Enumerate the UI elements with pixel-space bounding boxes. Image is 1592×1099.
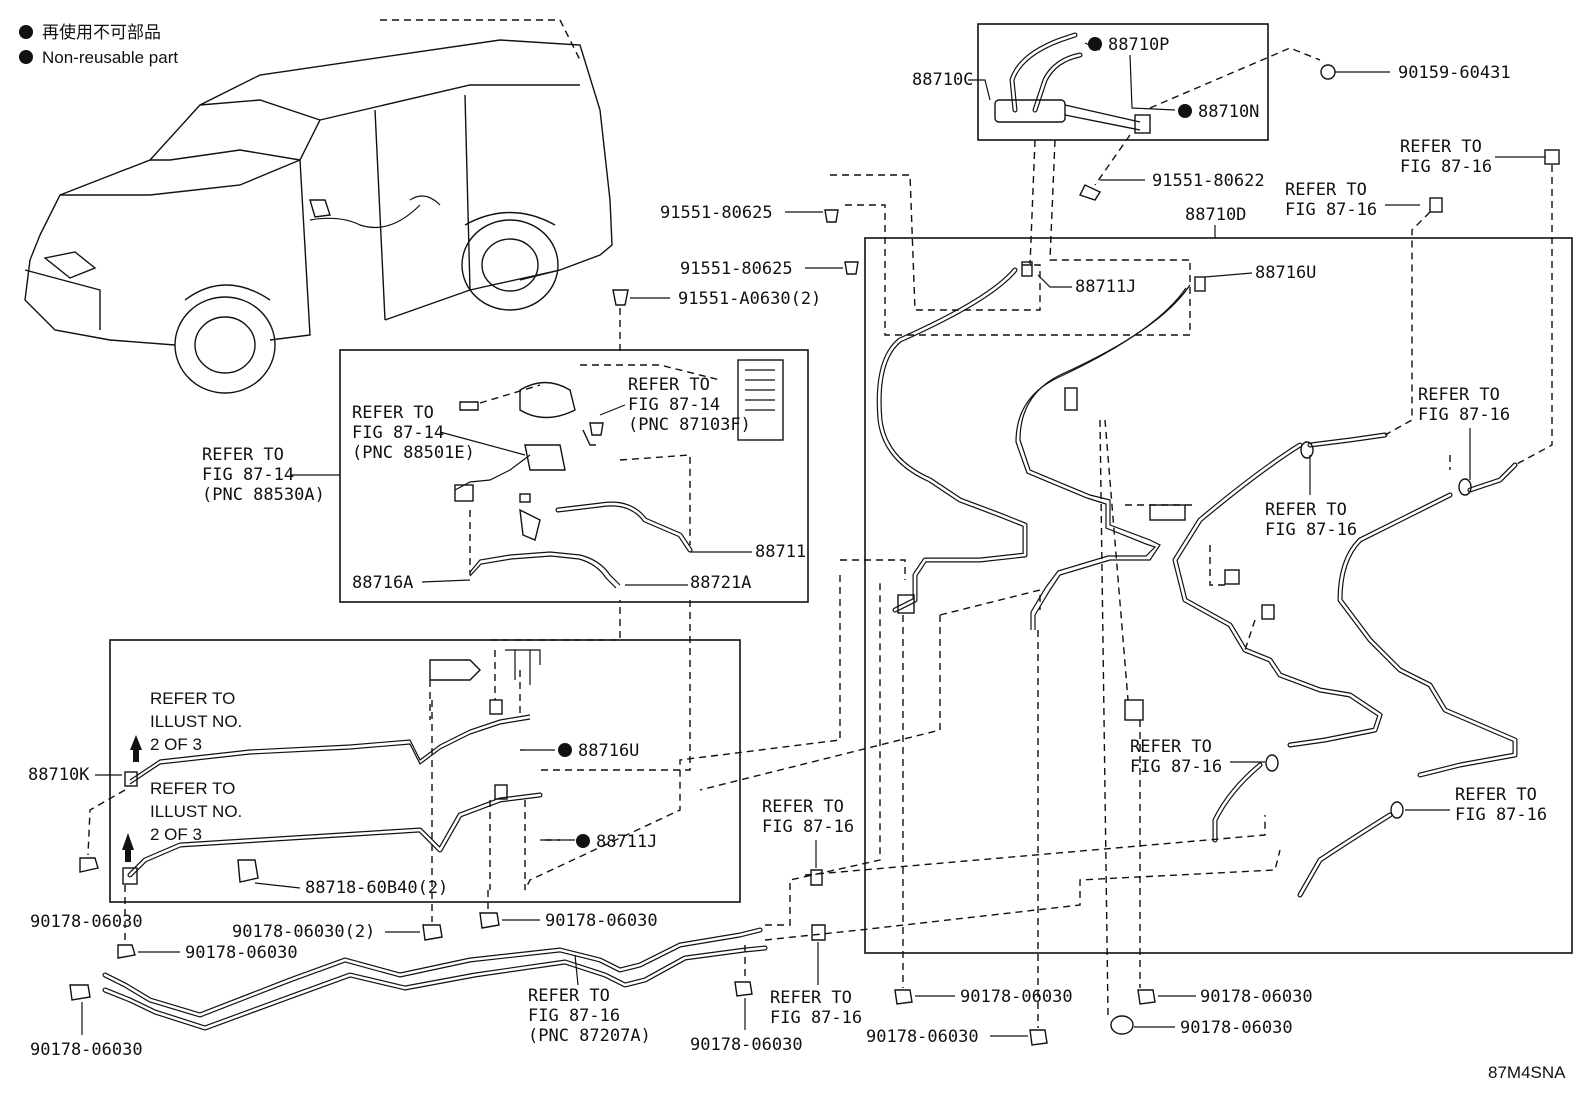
refer-note: REFER TO FIG 87-16 [1265, 500, 1357, 540]
label-90178-mid: 90178-06030 [545, 911, 658, 931]
label-88721A: 88721A [690, 573, 751, 593]
legend: 再使用不可部品 Non-reusable part [19, 22, 178, 67]
group-88711-box [339, 349, 809, 603]
label-91551-80625-b: 91551-80625 [680, 259, 793, 279]
label-90178-bottom-c: 90178-06030 [1200, 987, 1313, 1007]
svg-text:REFER TO: REFER TO [528, 986, 610, 1006]
label-88711J-mid: 88711J [596, 832, 657, 852]
label-88716U-top: 88716U [1255, 263, 1316, 283]
group-88710C: 88710P 88710N 88710C [912, 23, 1269, 141]
svg-text:FIG 87-16: FIG 87-16 [770, 1008, 862, 1028]
svg-text:FIG 87-14: FIG 87-14 [628, 395, 720, 415]
svg-text:(PNC 88530A): (PNC 88530A) [202, 485, 325, 505]
svg-text:FIG 87-14: FIG 87-14 [202, 465, 294, 485]
figure-code: 87M4SNA [1488, 1063, 1566, 1082]
label-88716U-mid: 88716U [578, 741, 639, 761]
group-88710C-box [977, 23, 1269, 141]
svg-text:2 OF 3: 2 OF 3 [150, 825, 202, 844]
label-88710N: 88710N [1198, 102, 1259, 122]
svg-text:REFER TO: REFER TO [1285, 180, 1367, 200]
svg-text:REFER TO: REFER TO [628, 375, 710, 395]
svg-text:ILLUST NO.: ILLUST NO. [150, 712, 242, 731]
svg-text:REFER TO: REFER TO [1400, 137, 1482, 157]
label-88718-60B40: 88718-60B40(2) [305, 878, 448, 898]
svg-text:FIG 87-16: FIG 87-16 [1400, 157, 1492, 177]
label-88710K: 88710K [28, 765, 90, 785]
svg-text:FIG 87-16: FIG 87-16 [1455, 805, 1547, 825]
svg-text:REFER TO: REFER TO [1130, 737, 1212, 757]
label-90178-bottom-a: 90178-06030 [960, 987, 1073, 1007]
refer-note: REFER TO FIG 87-16 [1455, 785, 1547, 825]
svg-text:(PNC 87207A): (PNC 87207A) [528, 1026, 651, 1046]
refer-note: REFER TO FIG 87-16 [1418, 385, 1510, 425]
label-90178-x2: 90178-06030(2) [232, 922, 375, 942]
group-88710D: 88710D [864, 205, 1573, 954]
label-90178-left3: 90178-06030 [30, 1040, 143, 1060]
svg-text:REFER TO: REFER TO [150, 779, 235, 798]
label-88711J-top: 88711J [1075, 277, 1136, 297]
non-reusable-marker-icon [19, 50, 33, 64]
refer-note: REFER TO FIG 87-16 [1285, 180, 1377, 220]
svg-text:REFER TO: REFER TO [770, 988, 852, 1008]
svg-text:(PNC 87103F): (PNC 87103F) [628, 415, 751, 435]
svg-text:REFER TO: REFER TO [762, 797, 844, 817]
group-88710K: REFER TO ILLUST NO. 2 OF 3 REFER TO ILLU… [109, 639, 741, 903]
label-90178-left2: 90178-06030 [185, 943, 298, 963]
label-91551-A0630: 91551-A0630(2) [678, 289, 821, 309]
svg-text:REFER TO: REFER TO [352, 403, 434, 423]
group-88710K-box [109, 639, 741, 903]
label-88710P: 88710P [1108, 35, 1169, 55]
svg-text:FIG 87-16: FIG 87-16 [528, 1006, 620, 1026]
vehicle-illustration [24, 19, 613, 394]
label-88711: 88711 [755, 542, 806, 562]
svg-text:FIG 87-16: FIG 87-16 [1265, 520, 1357, 540]
svg-text:REFER TO: REFER TO [1418, 385, 1500, 405]
label-91551-80625-a: 91551-80625 [660, 203, 773, 223]
label-88710C: 88710C [912, 70, 973, 90]
legend-japanese: 再使用不可部品 [42, 22, 161, 42]
legend-english: Non-reusable part [42, 48, 178, 67]
svg-text:(PNC 88501E): (PNC 88501E) [352, 443, 475, 463]
svg-text:REFER TO: REFER TO [1455, 785, 1537, 805]
svg-text:FIG 87-16: FIG 87-16 [1285, 200, 1377, 220]
label-90178-bottom-b: 90178-06030 [866, 1027, 979, 1047]
group-88711: REFER TO FIG 87-14 (PNC 87103F) REFER TO… [339, 349, 809, 603]
svg-text:FIG 87-16: FIG 87-16 [1130, 757, 1222, 777]
svg-text:REFER TO: REFER TO [202, 445, 284, 465]
svg-text:FIG 87-14: FIG 87-14 [352, 423, 444, 443]
svg-text:ILLUST NO.: ILLUST NO. [150, 802, 242, 821]
label-88710D: 88710D [1185, 205, 1246, 225]
svg-text:FIG 87-16: FIG 87-16 [762, 817, 854, 837]
label-90178-bottom-d: 90178-06030 [1180, 1018, 1293, 1038]
label-91551-80622: 91551-80622 [1152, 171, 1265, 191]
refer-note: REFER TO FIG 87-16 [1130, 737, 1222, 777]
label-90178-bottom-mid: 90178-06030 [690, 1035, 803, 1055]
refer-note: REFER TO FIG 87-16 [1400, 137, 1492, 177]
svg-text:REFER TO: REFER TO [150, 689, 235, 708]
label-90159-60431: 90159-60431 [1398, 63, 1511, 83]
svg-text:FIG 87-16: FIG 87-16 [1418, 405, 1510, 425]
label-90178-left: 90178-06030 [30, 912, 143, 932]
label-88716A: 88716A [352, 573, 413, 593]
non-reusable-marker-icon [19, 25, 33, 39]
group-88710D-box [864, 237, 1573, 954]
svg-text:REFER TO: REFER TO [1265, 500, 1347, 520]
svg-text:2 OF 3: 2 OF 3 [150, 735, 202, 754]
